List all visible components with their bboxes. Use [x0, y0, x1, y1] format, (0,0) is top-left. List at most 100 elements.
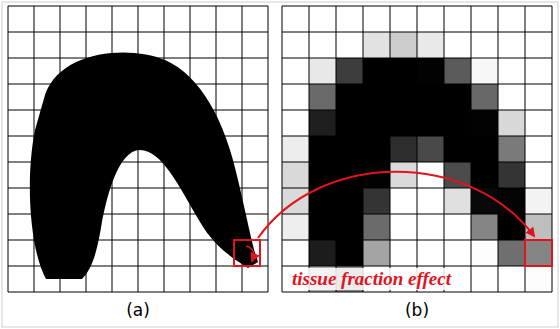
- pixel: [336, 84, 363, 110]
- pixel: [525, 266, 552, 292]
- pixel: [417, 136, 444, 162]
- pixel: [525, 136, 552, 162]
- object-panel: [30, 52, 258, 279]
- panel-label: (b): [405, 300, 429, 320]
- grid-line: [8, 240, 268, 241]
- grid-line: [138, 6, 139, 292]
- pixel: [444, 188, 471, 214]
- pixel: [498, 6, 525, 32]
- pixel: [282, 136, 309, 162]
- pixel: [417, 188, 444, 214]
- pixel: [363, 6, 390, 32]
- tissue-shape: [30, 52, 258, 279]
- pixel: [498, 240, 525, 266]
- grid-line: [8, 188, 268, 189]
- pixel: [363, 110, 390, 136]
- pixel: [282, 214, 309, 240]
- grid-lines: [8, 6, 552, 292]
- grid-line: [282, 58, 552, 59]
- grid-line: [8, 32, 268, 33]
- grid-line: [190, 6, 191, 292]
- pixel: [363, 136, 390, 162]
- grid-line: [417, 6, 418, 292]
- pixel: [444, 6, 471, 32]
- pixel: [444, 240, 471, 266]
- grid-line: [86, 6, 87, 292]
- grid-line: [282, 136, 552, 137]
- pixel: [525, 188, 552, 214]
- grid-line: [309, 6, 310, 292]
- grid-line: [8, 136, 268, 137]
- grid-line: [164, 6, 165, 292]
- grid-line: [282, 292, 552, 293]
- pixel: [498, 58, 525, 84]
- pixel: [363, 214, 390, 240]
- pixel: [282, 84, 309, 110]
- pixel: [417, 58, 444, 84]
- pixel: [282, 110, 309, 136]
- pixel: [444, 162, 471, 188]
- grid-line: [8, 162, 268, 163]
- pixel: [498, 162, 525, 188]
- pixel: [282, 162, 309, 188]
- grid-line: [498, 6, 499, 292]
- pixel: [390, 188, 417, 214]
- pixel: [390, 32, 417, 58]
- pixel: [282, 32, 309, 58]
- grid-line: [282, 84, 552, 85]
- pixel: [309, 32, 336, 58]
- pixel: [363, 240, 390, 266]
- pixel: [525, 6, 552, 32]
- pixel: [498, 110, 525, 136]
- grid-line: [336, 6, 337, 292]
- highlight-pixel: [525, 240, 552, 266]
- pixel: [309, 136, 336, 162]
- grid-line: [216, 6, 217, 292]
- pixel: [336, 58, 363, 84]
- grid-line: [34, 6, 35, 292]
- pixel: [309, 240, 336, 266]
- grid-line: [282, 240, 552, 241]
- pixel: [444, 214, 471, 240]
- pixel: [363, 188, 390, 214]
- pixel: [471, 214, 498, 240]
- pixel: [498, 188, 525, 214]
- pixel: [525, 240, 552, 266]
- pixel: [309, 84, 336, 110]
- pixel: [309, 214, 336, 240]
- pixel: [444, 58, 471, 84]
- pixel: [336, 110, 363, 136]
- grid-line: [8, 6, 9, 292]
- pixel: [525, 110, 552, 136]
- grid-line: [282, 6, 552, 7]
- pixel: [525, 32, 552, 58]
- grid-line: [390, 6, 391, 292]
- pixel: [471, 136, 498, 162]
- pixel: [471, 188, 498, 214]
- grid-line: [8, 58, 268, 59]
- pixel: [309, 110, 336, 136]
- pixel: [390, 6, 417, 32]
- pixel: [417, 110, 444, 136]
- grid-line: [444, 6, 445, 292]
- grid-line: [60, 6, 61, 292]
- grid-line: [282, 266, 552, 267]
- pixel: [336, 6, 363, 32]
- pixel: [444, 32, 471, 58]
- pixel: [444, 136, 471, 162]
- grid-line: [363, 6, 364, 292]
- pixel: [363, 32, 390, 58]
- pixel: [471, 6, 498, 32]
- pixel: [390, 136, 417, 162]
- pixel: [417, 32, 444, 58]
- pixel: [498, 84, 525, 110]
- pixel: [390, 84, 417, 110]
- mapping-arrow: [258, 172, 534, 238]
- pixel: [471, 266, 498, 292]
- grid-line: [282, 110, 552, 111]
- pixel: [390, 110, 417, 136]
- pixel: [471, 240, 498, 266]
- pixel: [525, 58, 552, 84]
- grid-line: [268, 6, 269, 292]
- panel-label: (a): [126, 300, 150, 320]
